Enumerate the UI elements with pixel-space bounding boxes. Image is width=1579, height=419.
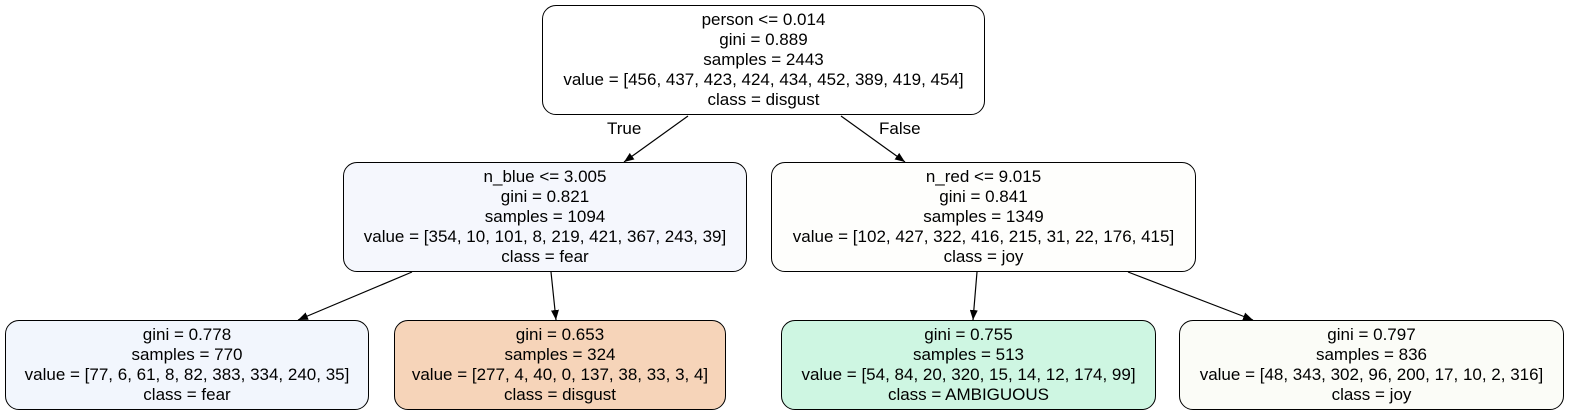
edge-label-false: False: [879, 119, 921, 138]
gini-value: gini = 0.755: [924, 325, 1013, 344]
edge-left-to-leaf1: [297, 271, 413, 321]
class-label: class = disgust: [504, 385, 616, 404]
gini-value: gini = 0.653: [515, 325, 605, 344]
value-distribution: value = [54, 84, 20, 320, 15, 14, 12, 17…: [801, 365, 1136, 384]
samples-count: samples = 1094: [484, 207, 606, 226]
leaf-node-1: gini = 0.778 samples = 770 value = [77, …: [5, 320, 369, 410]
edge-right-to-leaf4: [1127, 271, 1254, 321]
edge-left-to-leaf2: [550, 271, 559, 321]
value-distribution: value = [102, 427, 322, 416, 215, 31, 22…: [792, 227, 1175, 246]
gini-value: gini = 0.778: [142, 325, 232, 344]
value-distribution: value = [456, 437, 423, 424, 434, 452, 3…: [563, 70, 964, 89]
right-split-node: n_red <= 9.015 gini = 0.841 samples = 13…: [771, 162, 1196, 272]
leaf-node-4: gini = 0.797 samples = 836 value = [48, …: [1179, 320, 1564, 410]
class-label: class = fear: [501, 247, 589, 266]
samples-count: samples = 770: [131, 345, 243, 364]
samples-count: samples = 324: [504, 345, 616, 364]
gini-value: gini = 0.797: [1327, 325, 1416, 344]
class-label: class = joy: [1331, 385, 1412, 404]
class-label: class = AMBIGUOUS: [887, 385, 1050, 404]
gini-value: gini = 0.821: [500, 187, 590, 206]
edge-right-to-leaf3: [969, 271, 978, 321]
split-condition: n_red <= 9.015: [925, 167, 1042, 186]
root-node: person <= 0.014 gini = 0.889 samples = 2…: [542, 5, 985, 115]
value-distribution: value = [77, 6, 61, 8, 82, 383, 334, 240…: [24, 365, 350, 384]
edge-root-to-left: [623, 115, 689, 163]
value-distribution: value = [277, 4, 40, 0, 137, 38, 33, 3, …: [411, 365, 709, 384]
edge-root-to-right: [840, 115, 906, 163]
samples-count: samples = 836: [1315, 345, 1428, 364]
split-condition: person <= 0.014: [701, 10, 826, 29]
leaf-node-3: gini = 0.755 samples = 513 value = [54, …: [781, 320, 1156, 410]
left-split-node: n_blue <= 3.005 gini = 0.821 samples = 1…: [343, 162, 747, 272]
gini-value: gini = 0.841: [939, 187, 1028, 206]
class-label: class = disgust: [707, 90, 820, 109]
edge-label-true: True: [607, 119, 642, 138]
gini-value: gini = 0.889: [719, 30, 808, 49]
value-distribution: value = [48, 343, 302, 96, 200, 17, 10, …: [1199, 365, 1544, 384]
leaf-node-2: gini = 0.653 samples = 324 value = [277,…: [394, 320, 726, 410]
samples-count: samples = 513: [912, 345, 1025, 364]
class-label: class = joy: [943, 247, 1024, 266]
class-label: class = fear: [143, 385, 231, 404]
samples-count: samples = 2443: [703, 50, 824, 69]
samples-count: samples = 1349: [923, 207, 1044, 226]
split-condition: n_blue <= 3.005: [483, 167, 607, 186]
value-distribution: value = [354, 10, 101, 8, 219, 421, 367,…: [363, 227, 727, 246]
